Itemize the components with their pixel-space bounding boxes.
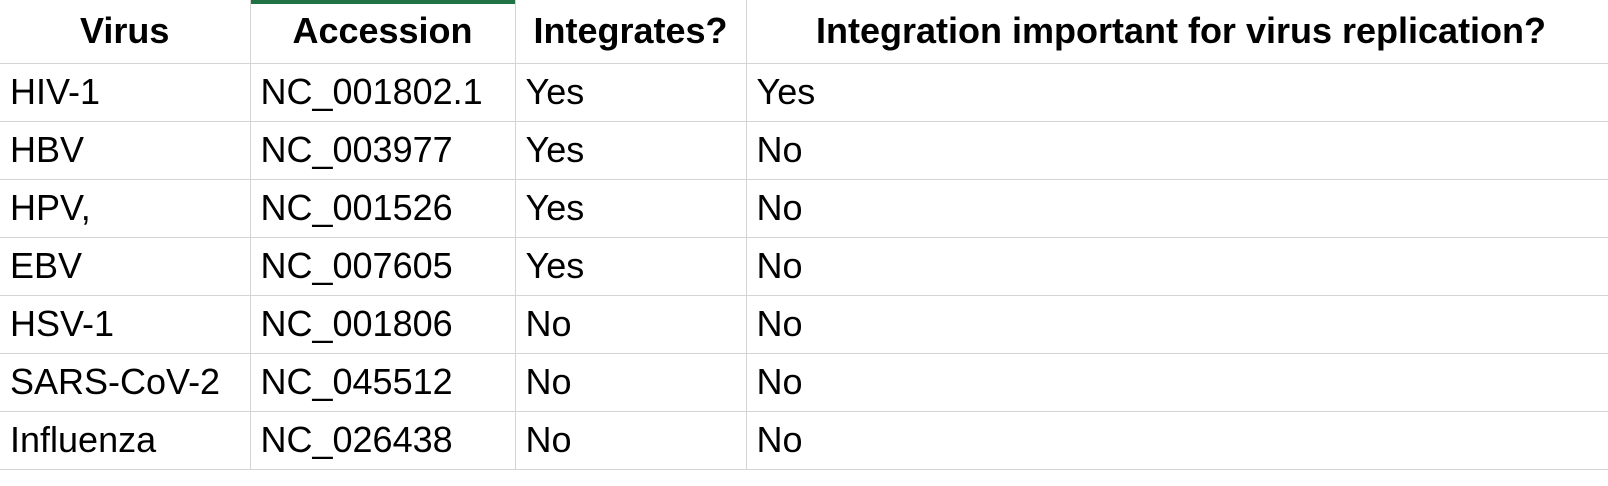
cell-integrates[interactable]: Yes — [515, 63, 747, 122]
cell-integrates[interactable]: No — [515, 353, 747, 412]
cell-accession[interactable]: NC_007605 — [250, 237, 516, 296]
cell-virus[interactable]: HIV-1 — [0, 63, 251, 122]
cell-virus[interactable]: HPV, — [0, 179, 251, 238]
cell-accession[interactable]: NC_045512 — [250, 353, 516, 412]
cell-integration-important[interactable]: No — [746, 411, 1608, 470]
cell-accession[interactable]: NC_001802.1 — [250, 63, 516, 122]
header-cell-integration-important[interactable]: Integration important for virus replicat… — [746, 0, 1608, 64]
header-cell-virus[interactable]: Virus — [0, 0, 251, 64]
header-cell-integrates[interactable]: Integrates? — [515, 0, 747, 64]
cell-virus[interactable]: SARS-CoV-2 — [0, 353, 251, 412]
cell-integration-important[interactable]: No — [746, 353, 1608, 412]
cell-virus[interactable]: EBV — [0, 237, 251, 296]
virus-integration-table: Virus Accession Integrates? Integration … — [0, 0, 1608, 470]
cell-virus[interactable]: HBV — [0, 121, 251, 180]
table-row: HIV-1 NC_001802.1 Yes Yes — [0, 63, 1608, 122]
table-row: EBV NC_007605 Yes No — [0, 237, 1608, 296]
cell-integrates[interactable]: No — [515, 411, 747, 470]
cell-integration-important[interactable]: No — [746, 295, 1608, 354]
cell-accession[interactable]: NC_003977 — [250, 121, 516, 180]
cell-integrates[interactable]: No — [515, 295, 747, 354]
cell-integrates[interactable]: Yes — [515, 237, 747, 296]
cell-integrates[interactable]: Yes — [515, 179, 747, 238]
cell-integration-important[interactable]: Yes — [746, 63, 1608, 122]
table-row: HSV-1 NC_001806 No No — [0, 295, 1608, 354]
table-row: HPV, NC_001526 Yes No — [0, 179, 1608, 238]
cell-integration-important[interactable]: No — [746, 179, 1608, 238]
cell-integration-important[interactable]: No — [746, 121, 1608, 180]
cell-virus[interactable]: Influenza — [0, 411, 251, 470]
table-row: HBV NC_003977 Yes No — [0, 121, 1608, 180]
cell-accession[interactable]: NC_001526 — [250, 179, 516, 238]
cell-integrates[interactable]: Yes — [515, 121, 747, 180]
header-cell-accession[interactable]: Accession — [250, 0, 516, 64]
header-row: Virus Accession Integrates? Integration … — [0, 0, 1608, 64]
table-row: SARS-CoV-2 NC_045512 No No — [0, 353, 1608, 412]
table-row: Influenza NC_026438 No No — [0, 411, 1608, 470]
cell-accession[interactable]: NC_026438 — [250, 411, 516, 470]
cell-integration-important[interactable]: No — [746, 237, 1608, 296]
cell-accession[interactable]: NC_001806 — [250, 295, 516, 354]
cell-virus[interactable]: HSV-1 — [0, 295, 251, 354]
